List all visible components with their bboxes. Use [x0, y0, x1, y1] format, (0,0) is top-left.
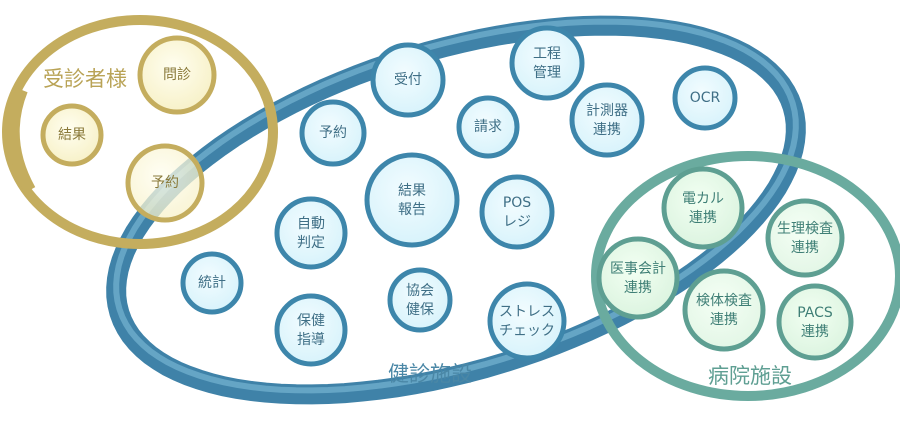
node-specimen[interactable] [682, 268, 766, 352]
label: 報告 [398, 202, 426, 218]
node-auto-judge[interactable] [274, 196, 348, 270]
node-billing[interactable] [456, 95, 520, 159]
label: 問診 [163, 67, 191, 83]
label: 連携 [593, 122, 621, 138]
label: 予約 [319, 125, 347, 141]
hospital-items [596, 166, 854, 361]
label: 健保 [406, 302, 434, 318]
node-patient-reservation[interactable] [125, 143, 205, 223]
label: 判定 [297, 235, 325, 251]
label: 自動 [297, 216, 325, 232]
label: 電カル [682, 191, 724, 207]
label: 連携 [791, 240, 819, 256]
node-medical-accounting[interactable] [596, 236, 680, 320]
label: 管理 [533, 65, 561, 81]
node-physiology[interactable] [765, 198, 845, 278]
node-instrument[interactable] [569, 82, 645, 158]
label: POS [503, 195, 531, 211]
label: 計測器 [586, 103, 628, 119]
label: 連携 [689, 210, 717, 226]
node-health-guidance[interactable] [274, 293, 348, 367]
label: 生理検査 [777, 221, 833, 237]
label: 予約 [151, 175, 179, 191]
node-stats[interactable] [180, 251, 244, 315]
label: チェック [499, 323, 555, 339]
label: 結果 [398, 183, 426, 199]
node-kyokai[interactable] [387, 267, 453, 333]
label: 結果 [58, 127, 86, 143]
label: 連携 [801, 324, 829, 340]
node-pacs[interactable] [776, 283, 854, 361]
node-process-mgmt[interactable] [509, 25, 585, 101]
label: 統計 [198, 275, 226, 291]
label: OCR [690, 90, 721, 106]
patient-items [40, 35, 217, 223]
checkup-group-label: 健診施設 [388, 362, 472, 386]
hospital-group-label: 病院施設 [708, 364, 792, 388]
label: 医事会計 [610, 261, 666, 277]
node-emr[interactable] [661, 166, 745, 250]
hospital-ring [591, 151, 900, 401]
node-interview[interactable] [137, 35, 217, 115]
label: 協会 [406, 283, 434, 299]
label: 工程 [533, 46, 561, 62]
label: 連携 [624, 280, 652, 296]
patient-ring-shade [7, 87, 36, 193]
node-pos[interactable] [479, 174, 555, 250]
label: 連携 [710, 312, 738, 328]
checkup-items [180, 25, 738, 367]
node-reception[interactable] [370, 42, 446, 118]
label: 受付 [394, 72, 422, 88]
label: 保健 [297, 313, 325, 329]
label: ストレス [499, 304, 555, 320]
node-result-report[interactable] [364, 152, 460, 248]
label: レジ [503, 214, 531, 230]
node-stress-check[interactable] [487, 281, 567, 361]
patient-group-label: 受診者様 [43, 67, 127, 91]
node-result[interactable] [40, 103, 104, 167]
label: 請求 [474, 119, 502, 135]
node-ocr[interactable] [672, 65, 738, 131]
patient-ring [2, 15, 278, 249]
label: 指導 [297, 332, 325, 348]
node-reservation[interactable] [299, 99, 367, 167]
label: PACS [797, 305, 833, 321]
label: 検体検査 [696, 293, 752, 309]
